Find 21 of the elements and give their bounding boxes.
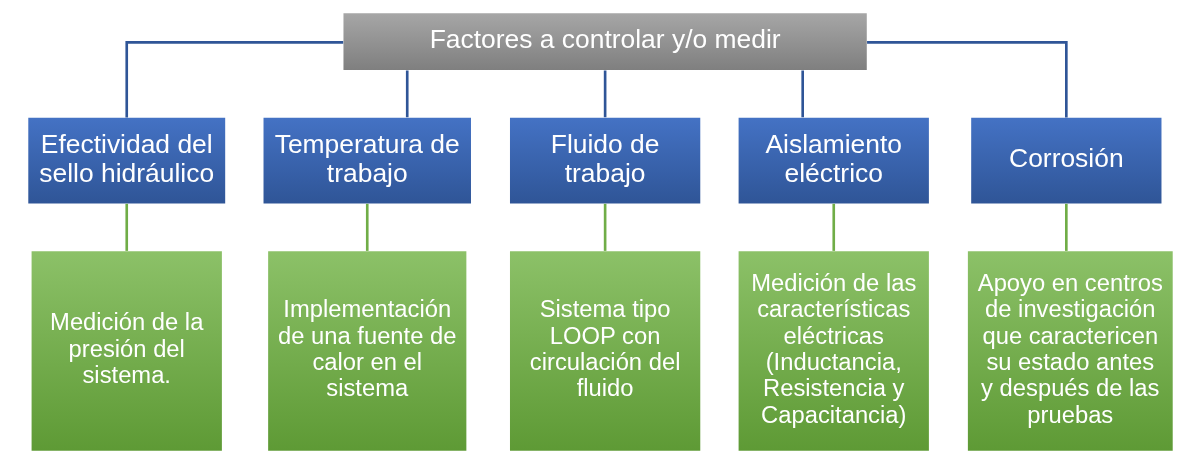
connector: [603, 70, 606, 118]
node-box: Corrosión: [970, 117, 1161, 204]
node-box: Factores a controlar y/o medir: [342, 13, 867, 71]
connector: [866, 41, 1068, 118]
node-box: Implementación de una fuente de calor en el sistema: [267, 251, 466, 451]
node-box: Efectividad del sello hidráulico: [27, 117, 225, 204]
node-box: Medición de la presión del sistema.: [31, 251, 222, 451]
node-box: Apoyo en centros de investigación que caractericen su estado antes y después de las pruebas: [967, 251, 1173, 451]
connector: [365, 203, 369, 251]
node-box: Sistema tipo LOOP con circulación del fluido: [509, 251, 700, 451]
node-box: Temperatura de trabajo: [263, 117, 471, 204]
connector: [800, 70, 804, 118]
node-box: Aislamiento eléctrico: [738, 117, 929, 204]
connector: [124, 41, 343, 118]
connector: [405, 70, 409, 118]
node-box: Medición de las características eléctricas (Inductancia, Resistencia y Capacitancia): [738, 251, 929, 451]
connector: [603, 203, 606, 251]
node-box: Fluido de trabajo: [509, 117, 700, 204]
connector: [1064, 203, 1068, 251]
connector: [831, 203, 835, 251]
connector: [124, 203, 128, 251]
